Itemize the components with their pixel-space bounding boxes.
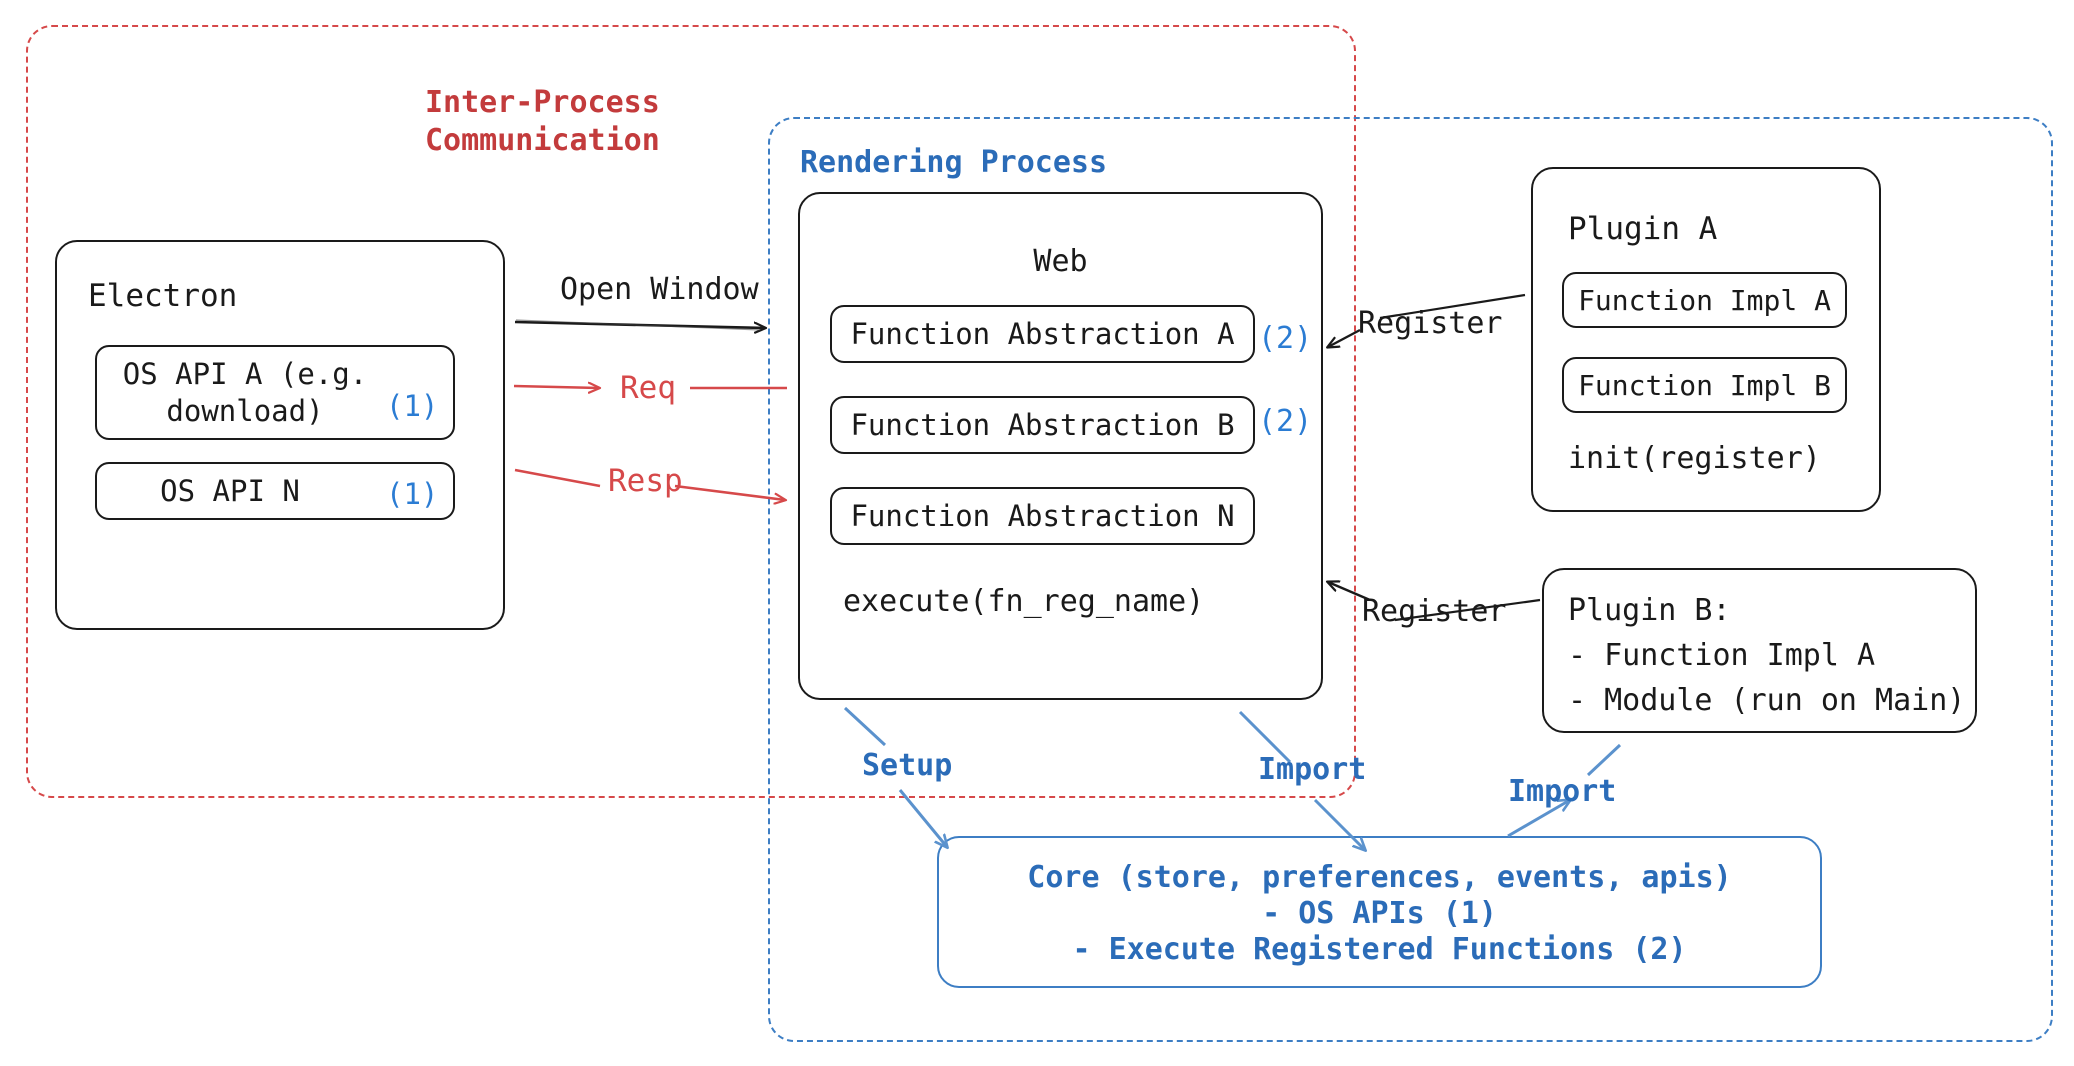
- node-function-impl-b[interactable]: [1562, 357, 1847, 413]
- node-plugin-a-init-label: init(register): [1568, 441, 1821, 476]
- node-core-line-0: Core (store, preferences, events, apis): [1027, 860, 1732, 895]
- node-function-abstraction-n-label: Function Abstraction N: [850, 498, 1235, 533]
- node-electron[interactable]: [55, 240, 505, 630]
- node-function-impl-a-label: Function Impl A: [1578, 283, 1831, 317]
- node-plugin-a[interactable]: [1531, 167, 1881, 512]
- node-os-api-n-marker: (1): [386, 477, 439, 511]
- node-function-abstraction-n[interactable]: [830, 487, 1255, 545]
- edge-label-resp: Resp: [608, 463, 683, 499]
- boundary-rendering-process-label: Rendering Process: [800, 145, 1108, 180]
- node-web[interactable]: [798, 192, 1323, 700]
- edge-label-register-a: Register: [1358, 306, 1503, 341]
- node-function-abstraction-a-label: Function Abstraction A: [850, 316, 1235, 351]
- node-function-abstraction-b-label: Function Abstraction B: [850, 407, 1235, 442]
- node-function-abstraction-a[interactable]: [830, 305, 1255, 363]
- node-plugin-b-line-1: - Function Impl A: [1568, 638, 1876, 673]
- node-plugin-b[interactable]: [1542, 568, 1977, 733]
- node-plugin-b-line-0: Plugin B:: [1568, 593, 1731, 628]
- node-web-execute-label: execute(fn_reg_name): [843, 584, 1205, 619]
- edge-label-setup: Setup: [862, 748, 953, 783]
- edge-label-req: Req: [620, 370, 676, 406]
- node-web-title: Web: [1033, 244, 1088, 280]
- node-function-abstraction-a-marker: (2): [1258, 321, 1313, 356]
- node-function-abstraction-b-marker: (2): [1258, 404, 1313, 439]
- node-os-api-a[interactable]: [95, 345, 455, 440]
- node-plugin-b-line-2: - Module (run on Main): [1568, 683, 1966, 718]
- edge-label-register-b: Register: [1362, 594, 1507, 629]
- node-os-api-n[interactable]: [95, 462, 455, 520]
- node-plugin-a-title: Plugin A: [1568, 211, 1718, 247]
- node-core-line-1: - OS APIs (1): [1262, 896, 1497, 931]
- node-os-api-n-label: OS API N: [160, 473, 300, 508]
- node-os-api-a-marker: (1): [386, 389, 439, 423]
- edge-label-import-plugin-b: Import: [1508, 774, 1617, 809]
- node-function-impl-b-label: Function Impl B: [1578, 368, 1831, 402]
- boundary-rendering-process: [768, 117, 2053, 1042]
- node-function-abstraction-b[interactable]: [830, 396, 1255, 454]
- boundary-ipc-label: Inter-Process Communication: [425, 85, 660, 158]
- node-os-api-a-label: OS API A (e.g. download): [122, 357, 368, 428]
- node-core-line-2: - Execute Registered Functions (2): [1072, 932, 1687, 967]
- edge-label-open-window: Open Window: [560, 272, 759, 307]
- boundary-inter-process-communication: [26, 25, 1356, 798]
- edge-label-import-web: Import: [1258, 752, 1367, 787]
- node-function-impl-a[interactable]: [1562, 272, 1847, 328]
- node-electron-title: Electron: [88, 278, 238, 314]
- node-core[interactable]: [937, 836, 1822, 988]
